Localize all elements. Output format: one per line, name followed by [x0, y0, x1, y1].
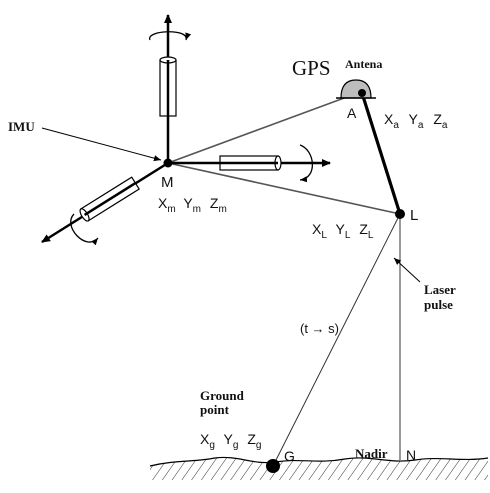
coord-l: XL YL ZL — [312, 221, 374, 241]
imu-pointer-arrow — [41, 127, 162, 162]
point-a-label: A — [347, 105, 357, 121]
laser-point — [395, 209, 405, 219]
laser-label-line2: pulse — [424, 297, 453, 312]
ground-point-label-line2: point — [200, 402, 230, 417]
point-n-label: N — [406, 447, 416, 463]
antenna-label: Antena — [345, 57, 382, 71]
nadir-label: Nadir — [355, 446, 388, 461]
coord-m: Xm Ym Zm — [158, 195, 227, 215]
gyro-cylinder-horizontal — [219, 155, 282, 171]
ground-surface — [149, 456, 489, 480]
ground-point — [266, 459, 280, 473]
point-m-label: M — [161, 174, 174, 191]
imu-label: IMU — [8, 119, 35, 134]
range-label: (t → s) — [300, 321, 339, 336]
gyro-cylinder-diagonal — [79, 176, 140, 222]
antenna-to-laser-arm — [360, 92, 402, 215]
rotation-arrow-diagonal — [70, 213, 99, 246]
point-g-label: G — [284, 448, 295, 464]
laser-pointer-arrow — [393, 257, 421, 283]
imu-center-point — [163, 158, 173, 168]
gyro-cylinder-vertical — [159, 56, 177, 117]
laser-label-line1: Laser — [424, 282, 456, 297]
point-l-label: L — [410, 207, 418, 224]
rotation-arrow-horizontal — [299, 144, 314, 183]
line-m-to-a — [167, 93, 356, 164]
gps-antenna-icon — [336, 79, 376, 99]
coord-g: Xg Yg Zg — [200, 431, 261, 451]
imu-axes — [41, 14, 331, 246]
gps-label: GPS — [292, 56, 331, 80]
rotation-arrow-vertical — [149, 31, 192, 41]
line-m-to-l — [167, 162, 401, 215]
ground-point-label-line1: Ground — [200, 388, 245, 403]
laser-pulse-line — [272, 213, 401, 467]
lever-arm-lines — [167, 93, 401, 215]
coord-a: Xa Ya Za — [384, 111, 448, 131]
